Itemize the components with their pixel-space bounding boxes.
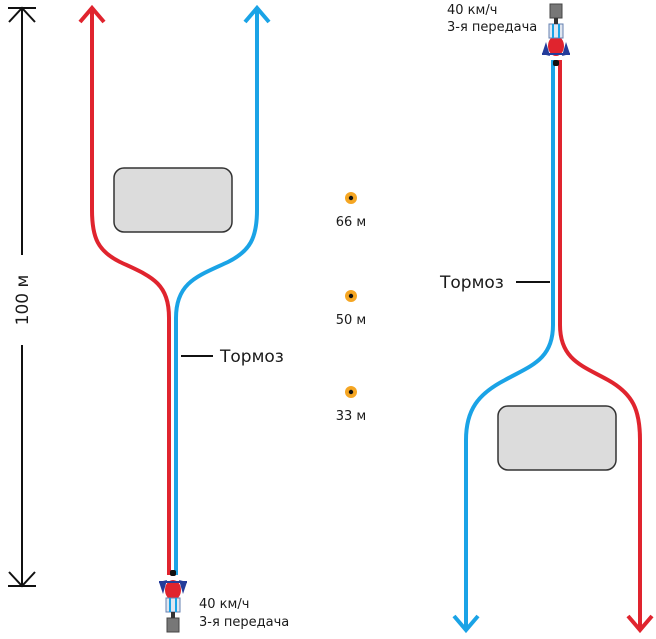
left-red-path bbox=[90, 10, 171, 575]
left-gear-label: 3-я передача bbox=[199, 615, 289, 630]
obstacle-right bbox=[497, 405, 617, 471]
marker-33-label: 33 м bbox=[336, 409, 366, 424]
distance-scale bbox=[8, 6, 36, 588]
left-brake-label: Тормоз bbox=[219, 347, 284, 367]
left-motorcycle-icon bbox=[159, 570, 187, 633]
distance-markers: 66 м 50 м 33 м bbox=[336, 192, 366, 424]
right-speed-label: 40 км/ч bbox=[447, 3, 497, 18]
left-blue-path bbox=[174, 10, 259, 575]
right-gear-label: 3-я передача bbox=[447, 20, 537, 35]
left-red-arrow-head-icon bbox=[78, 4, 106, 24]
right-red-arrow-head-icon bbox=[626, 614, 654, 634]
right-blue-path bbox=[464, 60, 555, 628]
scale-arrow-up-icon bbox=[8, 6, 36, 23]
left-blue-arrow-head-icon bbox=[243, 4, 271, 24]
right-blue-arrow-head-icon bbox=[452, 614, 480, 634]
obstacle-left bbox=[113, 167, 233, 233]
scale-arrow-down-icon bbox=[8, 571, 36, 588]
marker-33: 33 м bbox=[336, 386, 366, 424]
right-red-path bbox=[558, 60, 642, 628]
scale-label: 100 м bbox=[13, 275, 33, 326]
marker-66-label: 66 м bbox=[336, 215, 366, 230]
marker-66: 66 м bbox=[336, 192, 366, 230]
right-brake-label: Тормоз bbox=[439, 273, 504, 293]
right-scenario: Тормоз 40 км/ч 3-я передача bbox=[439, 3, 654, 634]
left-speed-label: 40 км/ч bbox=[199, 597, 249, 612]
right-motorcycle-icon bbox=[542, 3, 570, 66]
marker-50-label: 50 м bbox=[336, 313, 366, 328]
left-scenario: Тормоз 40 км/ч 3-я передача bbox=[78, 4, 289, 633]
marker-50: 50 м bbox=[336, 290, 366, 328]
